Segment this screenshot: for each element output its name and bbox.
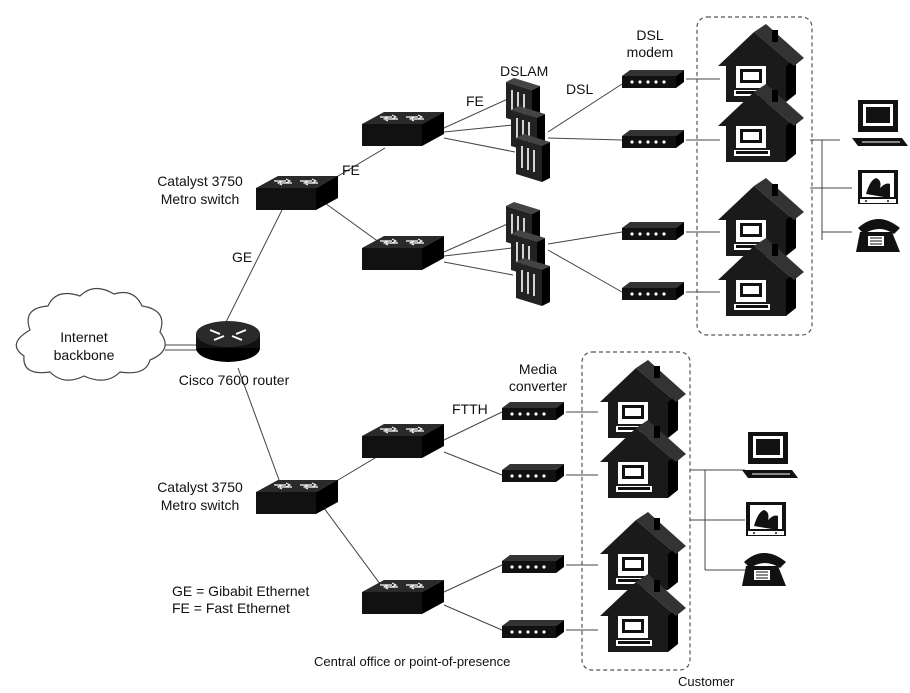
- dsl-modem-4-icon: [622, 282, 684, 300]
- dslam-1-icon: [505, 77, 551, 183]
- dsl-modem-label-line2: modem: [627, 44, 674, 60]
- customer-box-dsl: [696, 16, 813, 336]
- phone-bottom-icon: [741, 552, 787, 587]
- ftth-switch-1-icon: [361, 423, 445, 459]
- router-icon: [196, 321, 260, 362]
- phone-top-icon: [855, 218, 901, 253]
- catalyst-switch-bottom-icon: [255, 479, 339, 515]
- computer-top-icon: [851, 99, 909, 147]
- dsl-modem-label-line1: DSL: [636, 27, 663, 43]
- dsl-modem-3-icon: [622, 222, 684, 240]
- ge-label: GE: [232, 249, 252, 265]
- tv-bottom-icon: [746, 502, 786, 536]
- dslam-label: DSLAM: [500, 63, 548, 79]
- media-converter-2-icon: [502, 464, 564, 482]
- customer-caption: Customer: [678, 674, 735, 688]
- catalyst-switch-top-icon: [255, 175, 339, 211]
- catalyst-bottom-label-line2: Metro switch: [161, 497, 240, 513]
- router-label: Cisco 7600 router: [179, 372, 290, 388]
- media-converter-1-icon: [502, 402, 564, 420]
- tv-top-icon: [858, 170, 898, 204]
- ftth-switch-2-icon: [361, 579, 445, 615]
- dsl-switch-2-icon: [361, 235, 445, 271]
- dsl-modem-1-icon: [622, 70, 684, 88]
- internet-cloud-icon: [15, 287, 166, 381]
- fe-label-1: FE: [466, 93, 484, 109]
- internet-backbone-label-line1: Internet: [60, 329, 108, 345]
- fe-label-2: FE: [342, 162, 360, 178]
- connection-lines: [165, 78, 852, 631]
- media-converter-label-line1: Media: [519, 361, 557, 377]
- media-converter-4-icon: [502, 620, 564, 638]
- catalyst-bottom-label-line1: Catalyst 3750: [157, 479, 243, 495]
- catalyst-top-label-line1: Catalyst 3750: [157, 173, 243, 189]
- customer-box-ftth: [581, 351, 691, 671]
- dslam-2-icon: [505, 201, 551, 307]
- legend-fe: FE = Fast Ethernet: [172, 600, 290, 616]
- central-office-caption: Central office or point-of-presence: [314, 654, 510, 669]
- dsl-label: DSL: [566, 81, 593, 97]
- dsl-switch-1-icon: [361, 111, 445, 147]
- ftth-label: FTTH: [452, 401, 488, 417]
- internet-backbone-label-line2: backbone: [54, 347, 115, 363]
- catalyst-top-label-line2: Metro switch: [161, 191, 240, 207]
- media-converter-3-icon: [502, 555, 564, 573]
- legend-ge: GE = Gibabit Ethernet: [172, 583, 309, 599]
- media-converter-label-line2: converter: [509, 378, 568, 394]
- computer-bottom-icon: [741, 431, 799, 479]
- dsl-modem-2-icon: [622, 130, 684, 148]
